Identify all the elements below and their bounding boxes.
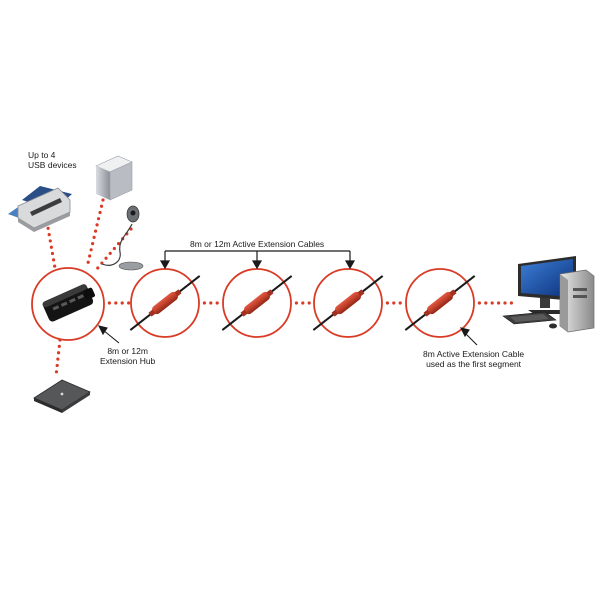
link-scanner [54,338,62,378]
cable-segment-3 [312,268,384,338]
first-segment-pointer [459,327,478,346]
cable-segment-2 [221,268,293,338]
cable-segment-1 [129,268,201,338]
devices-label: Up to 4 USB devices [28,150,77,170]
dotted-links [45,198,514,378]
hard-drive-icon [95,155,133,201]
active-cable-icon [129,275,201,331]
cables-bracket [159,250,356,270]
link-printer [45,220,57,270]
first-segment-label: 8m Active Extension Cable used as the fi… [423,349,525,369]
active-cable-icon [221,275,293,331]
active-cable-icon [404,275,476,331]
hub-pointer [97,325,120,344]
cable-segment-4 [404,268,476,338]
arrow-head [344,260,356,270]
webcam-icon [101,205,144,271]
arrow-head [251,260,263,270]
active-cable-icon [312,275,384,331]
arrow-head [159,260,171,270]
usb-hub-icon [42,284,95,322]
computer-icon [502,256,595,333]
link-webcam [94,227,133,272]
hub-label: 8m or 12m Extension Hub [100,346,156,366]
link-hard-drive [86,198,105,265]
cables-label: 8m or 12m Active Extension Cables [190,239,325,249]
printer-icon [8,186,72,232]
hub-node [31,267,105,341]
scanner-icon [33,379,91,413]
